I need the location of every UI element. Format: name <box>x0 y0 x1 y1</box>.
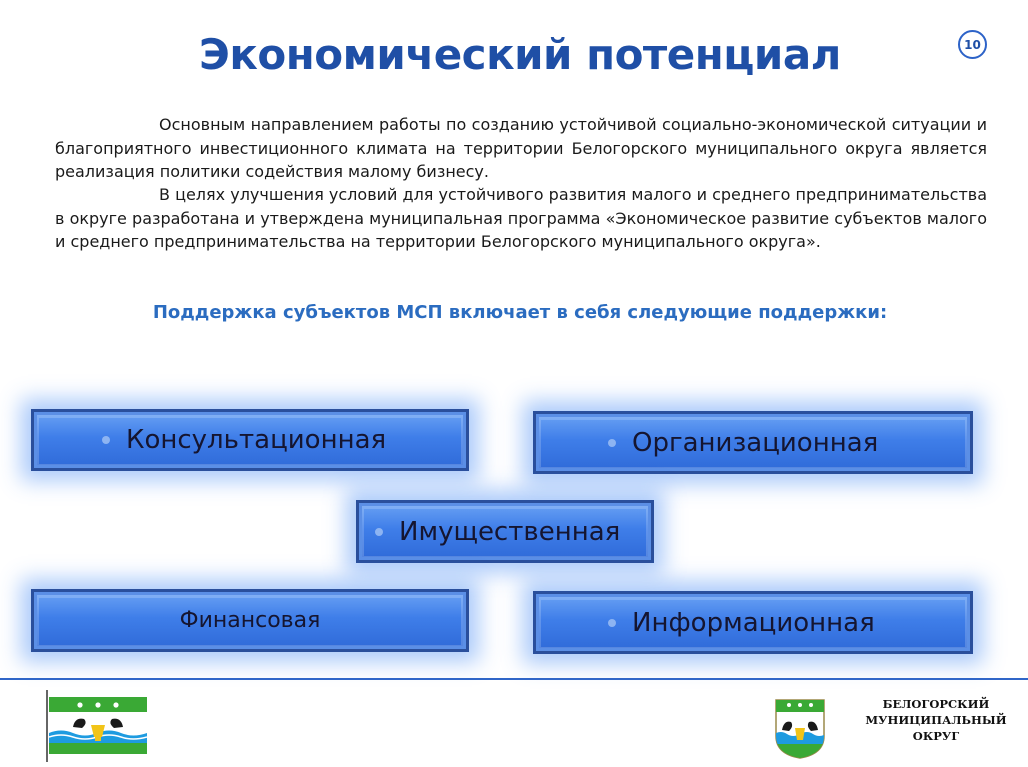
bullet-icon <box>608 438 616 447</box>
org-name-line-1: БЕЛОГОРСКИЙ <box>882 697 990 711</box>
support-subheading: Поддержка субъектов МСП включает в себя … <box>152 302 888 323</box>
support-box-financial: Финансовая <box>31 589 469 652</box>
flag-pole <box>46 690 48 762</box>
page-number-badge: 10 <box>958 30 987 59</box>
paragraph-1: Основным направлением работы по созданию… <box>55 115 987 181</box>
bullet-icon <box>375 527 383 536</box>
belogorsk-flag-icon <box>49 697 147 754</box>
footer-divider <box>0 678 1028 680</box>
support-label-consulting: Консультационная <box>126 425 387 455</box>
support-label-informational: Информационная <box>632 607 875 638</box>
support-box-informational: Информационная <box>533 591 973 654</box>
support-box-organizational: Организационная <box>533 411 973 474</box>
page-title: Экономический потенциал <box>199 30 841 79</box>
support-box-consulting: Консультационная <box>31 409 469 471</box>
belogorsk-crest-icon <box>774 698 826 760</box>
bullet-icon <box>608 618 616 627</box>
support-label-organizational: Организационная <box>632 427 879 458</box>
support-label-property: Имущественная <box>399 516 621 547</box>
support-label-financial: Финансовая <box>179 608 321 633</box>
paragraph-2: В целях улучшения условий для устойчивог… <box>55 185 987 251</box>
org-name-line-3: ОКРУГ <box>912 729 960 743</box>
bullet-icon <box>102 436 110 444</box>
organization-name: БЕЛОГОРСКИЙ МУНИЦИПАЛЬНЫЙ ОКРУГ <box>862 696 1010 744</box>
support-box-property: Имущественная <box>356 500 654 563</box>
org-name-line-2: МУНИЦИПАЛЬНЫЙ <box>865 713 1007 727</box>
